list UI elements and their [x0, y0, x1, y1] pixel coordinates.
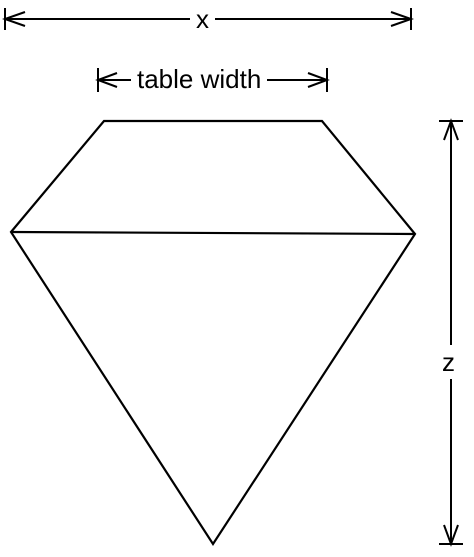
diamond-outline — [9, 119, 417, 547]
diamond-shape — [9, 119, 417, 547]
x-label: x — [190, 6, 215, 32]
z-dimension-line — [439, 118, 463, 547]
table-width-label: table width — [131, 66, 268, 92]
girdle-line — [10, 230, 416, 236]
z-label: z — [440, 345, 457, 379]
